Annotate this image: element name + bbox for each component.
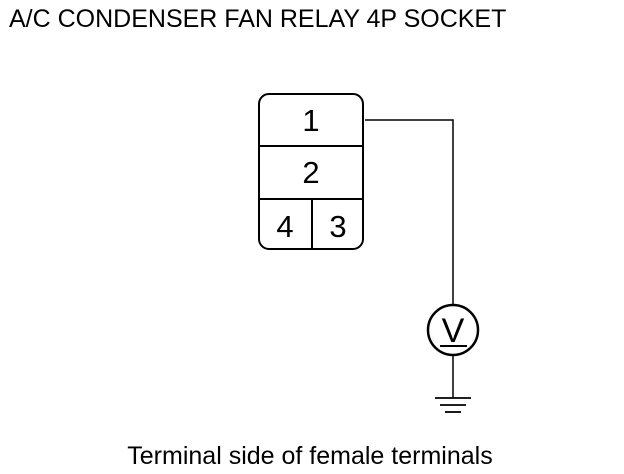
terminal-1-label: 1 bbox=[302, 103, 319, 138]
voltmeter-icon: V bbox=[426, 303, 480, 357]
test-lead-wire bbox=[365, 119, 454, 305]
diagram-caption: Terminal side of female terminals bbox=[127, 442, 493, 470]
terminal-4-label: 4 bbox=[276, 209, 293, 244]
terminal-2-label: 2 bbox=[302, 155, 319, 190]
relay-socket-connector bbox=[258, 93, 364, 250]
ground-icon bbox=[435, 397, 471, 413]
diagram-title: A/C CONDENSER FAN RELAY 4P SOCKET bbox=[9, 5, 507, 33]
voltmeter-symbol: V bbox=[442, 312, 465, 350]
terminal-3-label: 3 bbox=[329, 209, 346, 244]
